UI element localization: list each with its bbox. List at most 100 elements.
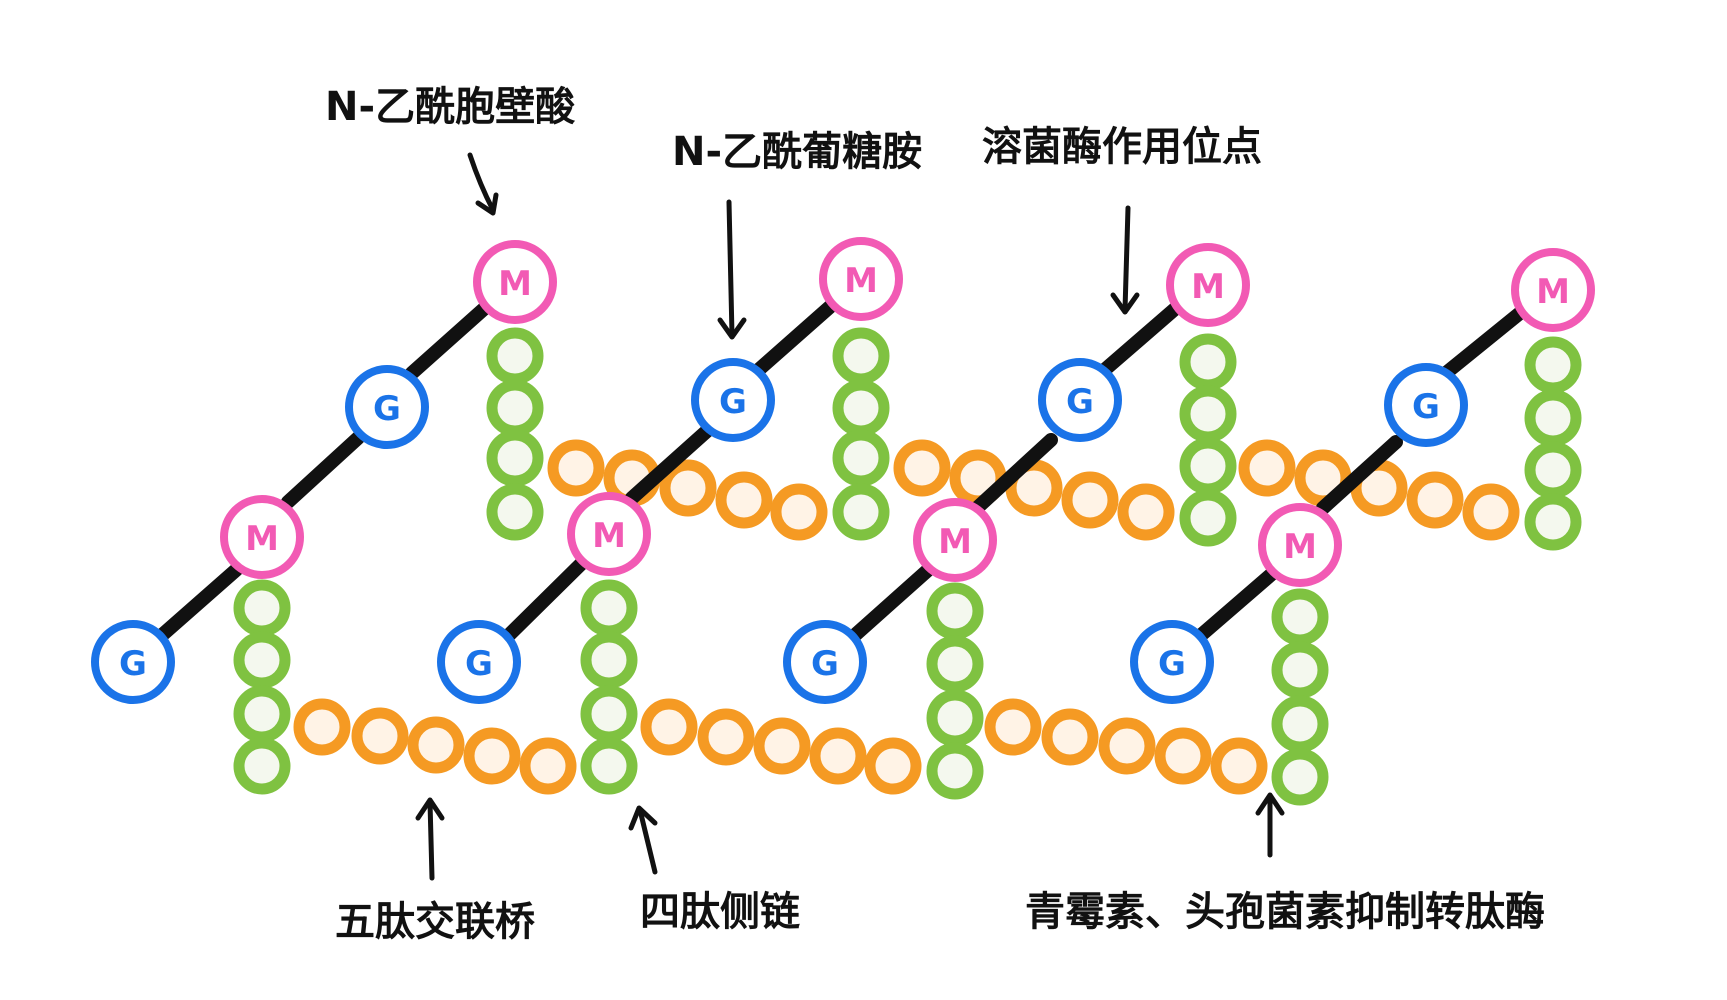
tetrapeptide-bead	[1524, 336, 1582, 394]
nag-node-ring	[691, 358, 775, 442]
tetrapeptide-bead	[486, 483, 544, 541]
nag-node: G	[1130, 620, 1214, 704]
bond-7	[847, 563, 935, 643]
bond-8	[970, 433, 1058, 515]
tetrapeptide-chain-upper-4	[1524, 336, 1582, 551]
nag-node: G	[1038, 358, 1122, 442]
pentapeptide-bead	[463, 727, 521, 785]
pentapeptide-bead	[984, 698, 1042, 756]
nam-node-letter: M	[1191, 267, 1225, 307]
tetrapeptide-bead	[926, 689, 984, 747]
tetrapeptide-bead	[1524, 441, 1582, 499]
bond-3	[405, 300, 493, 380]
nag-node-ring	[783, 620, 867, 704]
pentapeptide-bridge-upper-2	[893, 439, 1175, 541]
pentapeptide-bead	[1061, 471, 1119, 529]
pentapeptide-bead	[1098, 717, 1156, 775]
nam-node: M	[220, 495, 304, 579]
nag-node-ring	[91, 620, 175, 704]
tetrapeptide-chain-lower-1	[233, 579, 291, 795]
nam-node-letter: M	[592, 516, 626, 556]
bond-4	[501, 555, 590, 643]
arrow-to-pentapeptide	[415, 797, 445, 881]
tetrapeptide-bead	[832, 327, 890, 385]
nam-node-ring	[1258, 503, 1342, 587]
tetrapeptide-bead	[1271, 641, 1329, 699]
nam-node-letter: M	[245, 519, 279, 559]
nam-node: M	[567, 492, 651, 576]
tetrapeptide-chain-upper-2	[832, 327, 890, 541]
pentapeptide-bead	[1154, 727, 1212, 785]
nag-node-ring	[1130, 620, 1214, 704]
nag-node-letter: G	[1158, 644, 1186, 684]
nag-node-ring	[437, 620, 521, 704]
nam-node-letter: M	[844, 261, 878, 301]
bond-6	[748, 298, 839, 380]
nam-node-letter: M	[938, 522, 972, 562]
tetrapeptide-bead	[832, 379, 890, 437]
tetrapeptide-bead	[580, 579, 638, 637]
pentapeptide-bead	[1238, 439, 1296, 497]
tetrapeptide-chain-upper-1	[486, 327, 544, 541]
tetrapeptide-bead	[1524, 493, 1582, 551]
pentapeptide-bead	[293, 698, 351, 756]
glycan-bonds	[154, 298, 1527, 643]
tetrapeptide-bead	[233, 631, 291, 689]
pentapeptide-bridge-lower-2	[640, 698, 922, 795]
tetrapeptide-bead	[926, 582, 984, 640]
nam-node-ring	[1166, 243, 1250, 327]
tetrapeptide-chain-upper-3	[1179, 333, 1237, 547]
pentapeptide-bead	[1462, 483, 1520, 541]
nag-node-ring	[1384, 363, 1468, 447]
nam-node-letter: M	[1536, 272, 1570, 312]
nag-node-letter: G	[811, 644, 839, 684]
tetrapeptide-bead	[1271, 748, 1329, 806]
nag-node: G	[783, 620, 867, 704]
tetrapeptide-bead	[926, 742, 984, 800]
pentapeptide-bead	[697, 708, 755, 766]
nag-node-letter: G	[373, 389, 401, 429]
tetrapeptide-bead	[1179, 437, 1237, 495]
tetrapeptide-bead	[580, 737, 638, 795]
nam-node: M	[473, 240, 557, 324]
bond-11	[1316, 435, 1403, 515]
nam-node-letter: M	[1283, 527, 1317, 567]
tetrapeptide-bead	[926, 635, 984, 693]
nag-node-letter: G	[719, 382, 747, 422]
tetrapeptide-chain-lower-2	[580, 579, 638, 795]
arrow-to-crosslink	[1255, 792, 1285, 858]
bond-2	[281, 431, 365, 509]
bond-9	[1094, 301, 1183, 380]
pentapeptide-bead	[1406, 471, 1464, 529]
label-pentapeptide-bridge: 五肽交联桥	[335, 899, 535, 945]
pentapeptide-bead	[809, 727, 867, 785]
tetrapeptide-bead	[832, 429, 890, 487]
tetrapeptide-bead	[580, 631, 638, 689]
pentapeptide-bead	[351, 707, 409, 765]
tetrapeptide-bead	[580, 685, 638, 743]
tetrapeptide-bead	[1179, 489, 1237, 547]
nag-node-letter: G	[465, 644, 493, 684]
pentapeptide-bead	[640, 698, 698, 756]
pentapeptide-bead	[547, 439, 605, 497]
tetrapeptide-bead	[1271, 588, 1329, 646]
bond-12	[1439, 306, 1527, 380]
tetrapeptide-bead	[1271, 695, 1329, 753]
arrow-to-tetrapeptide	[628, 805, 658, 875]
nam-node: M	[1511, 248, 1595, 332]
nam-node: M	[1166, 243, 1250, 327]
tetrapeptide-bead	[233, 685, 291, 743]
pentapeptide-bead	[659, 459, 717, 517]
nag-node-letter: G	[1066, 382, 1094, 422]
tetrapeptide-bead	[1524, 389, 1582, 447]
nag-node: G	[91, 620, 175, 704]
nam-node-ring	[567, 492, 651, 576]
nam-node-ring	[220, 495, 304, 579]
arrow-to-lysozyme-site	[1110, 205, 1140, 315]
pentapeptide-bead	[1117, 483, 1175, 541]
pentapeptide-bead	[715, 471, 773, 529]
arrow-to-nag	[717, 199, 747, 340]
nag-node: G	[345, 365, 429, 449]
